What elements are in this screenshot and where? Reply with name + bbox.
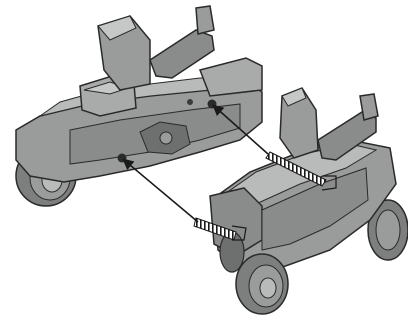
front-wheel-icon xyxy=(236,254,288,314)
lower-insert-arrow-icon xyxy=(124,160,198,222)
motorcycle-toy-icon xyxy=(16,6,262,206)
